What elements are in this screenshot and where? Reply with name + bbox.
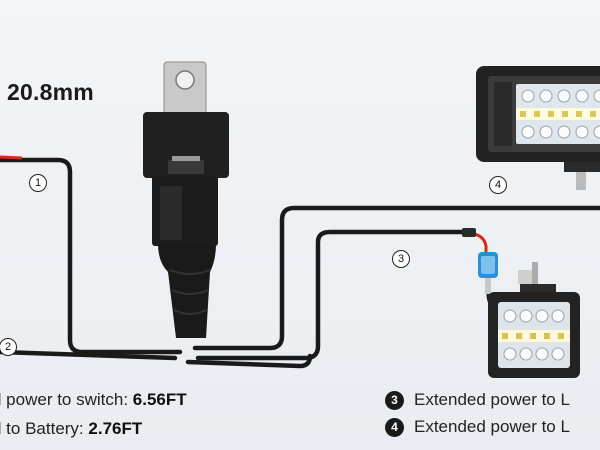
legend-item-1-value: 6.56FT (132, 390, 187, 409)
legend-item-2-value: 2.76FT (88, 419, 143, 438)
legend-item-2-text: d to Battery: (0, 419, 89, 438)
red-wire-left (0, 155, 23, 160)
legend-badge-4: 4 (385, 418, 404, 437)
legend-item-2: d to Battery: 2.76FT (0, 419, 142, 439)
lower-light-pod-icon (488, 262, 580, 378)
callout-3: 3 (392, 250, 410, 268)
legend-item-4-text: Extended power to L (414, 417, 570, 436)
legend-item-3: 3 Extended power to L (385, 390, 570, 410)
legend-badge-3: 3 (385, 391, 404, 410)
upper-light-bar-icon (476, 66, 600, 190)
legend-item-1-text: d power to switch: (0, 390, 133, 409)
callout-2: 2 (0, 338, 17, 356)
wire-bundle (0, 157, 600, 369)
legend-item-1: d power to switch: 6.56FT (0, 390, 187, 410)
callout-4: 4 (489, 176, 507, 194)
blue-connector (478, 252, 498, 294)
callout-1: 1 (29, 174, 47, 192)
legend-item-4: 4 Extended power to L (385, 417, 570, 437)
legend-item-3-text: Extended power to L (414, 390, 570, 409)
relay-icon (143, 61, 229, 338)
dimension-label: 20.8mm (7, 79, 94, 105)
